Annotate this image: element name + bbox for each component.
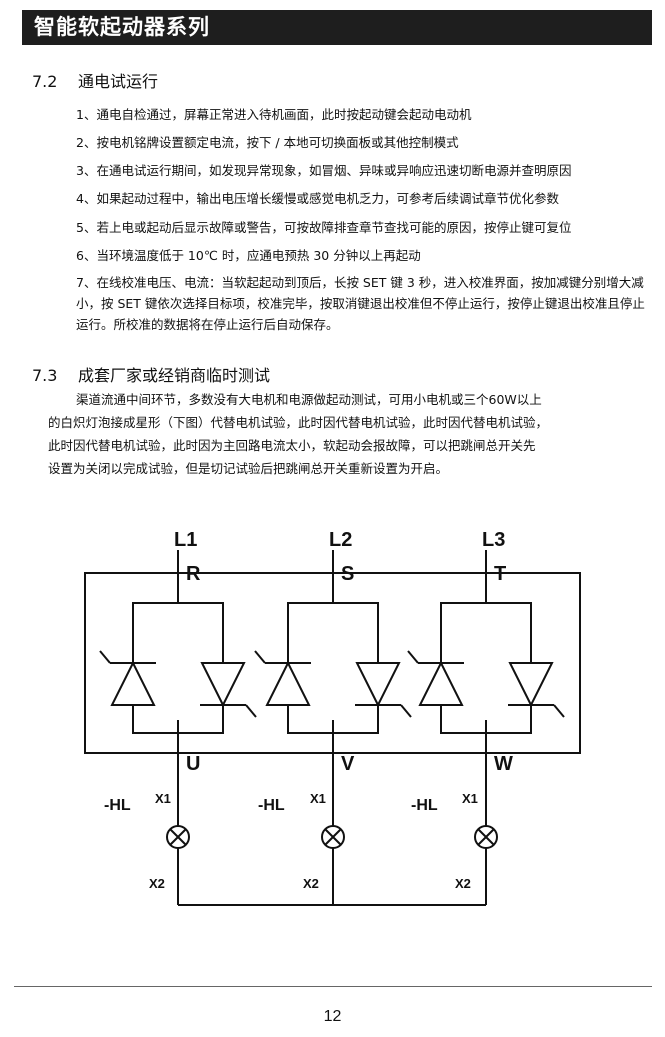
list-item: 2、按电机铭牌设置额定电流，按下 / 本地可切换面板或其他控制模式	[76, 135, 459, 150]
wiring-diagram: L1 L2 L3 R S T U V W -HL -HL -HL X1 X1 X…	[84, 529, 581, 906]
output-terminal-label: W	[494, 753, 513, 775]
paragraph-line: 的白炽灯泡接成星形（下图）代替电机试验，此时因代替电机试验，此时因代替电机试验，	[48, 415, 549, 430]
section-number: 7.3	[32, 366, 58, 385]
list-item: 5、若上电或起动后显示故障或警告，可按故障排查章节查找可能的原因，按停止键可复位	[76, 220, 572, 235]
list-item: 3、在通电试运行期间，如发现异常现象，如冒烟、异味或异响应迅速切断电源并查明原因	[76, 163, 572, 178]
list-item: 7、在线校准电压、电流：当软起起动到顶后，长按 SET 键 3 秒，进入校准界面…	[76, 275, 645, 332]
list-item: 6、当环境温度低于 10℃ 时，应通电预热 30 分钟以上再起动	[76, 248, 421, 263]
phase-circuit	[254, 550, 412, 905]
phase-circuit	[407, 550, 565, 905]
line-label: L2	[329, 529, 352, 551]
lamp-terminal-label: X1	[462, 791, 478, 806]
section-heading: 通电试运行	[78, 72, 159, 91]
section-heading: 成套厂家或经销商临时测试	[78, 366, 271, 385]
output-terminal-label: V	[341, 753, 355, 775]
line-label: L1	[174, 529, 197, 551]
lamp-terminal-label: X2	[303, 876, 319, 891]
paragraph-line: 此时因代替电机试验，此时因为主回路电流太小，软起动会报故障，可以把跳闸总开关先	[48, 438, 536, 453]
output-terminal-label: U	[186, 753, 200, 775]
list-item: 4、如果起动过程中，输出电压增长缓慢或感觉电机乏力，可参考后续调试章节优化参数	[76, 191, 559, 206]
lamp-terminal-label: X1	[310, 791, 326, 806]
lamp-label: -HL	[411, 797, 438, 814]
list-item: 1、通电自检通过，屏幕正常进入待机画面，此时按起动键会起动电动机	[76, 107, 472, 122]
line-label: L3	[482, 529, 505, 551]
lamp-terminal-label: X2	[149, 876, 165, 891]
lamp-terminal-label: X2	[455, 876, 471, 891]
section-7-2-title: 7.2 通电试运行	[32, 68, 158, 92]
lamp-terminal-label: X1	[155, 791, 171, 806]
document-header: 智能软起动器系列	[22, 10, 652, 45]
paragraph-line: 渠道流通中间环节，多数没有大电机和电源做起动测试，可用小电机或三个60W以上	[76, 392, 542, 407]
input-terminal-label: S	[341, 563, 354, 585]
section-7-3-paragraph: 渠道流通中间环节，多数没有大电机和电源做起动测试，可用小电机或三个60W以上 的…	[48, 388, 648, 480]
lamp-label: -HL	[258, 797, 285, 814]
section-number: 7.2	[32, 72, 58, 91]
footer-divider	[14, 986, 652, 987]
section-7-3-title: 7.3 成套厂家或经销商临时测试	[32, 362, 270, 386]
input-terminal-label: R	[186, 563, 201, 585]
lamp-label: -HL	[104, 797, 131, 814]
page-number: 12	[323, 1008, 342, 1025]
paragraph-line: 设置为关闭以完成试验，但是切记试验后把跳闸总开关重新设置为开启。	[48, 461, 449, 476]
phase-circuit	[99, 550, 257, 905]
input-terminal-label: T	[494, 563, 506, 585]
